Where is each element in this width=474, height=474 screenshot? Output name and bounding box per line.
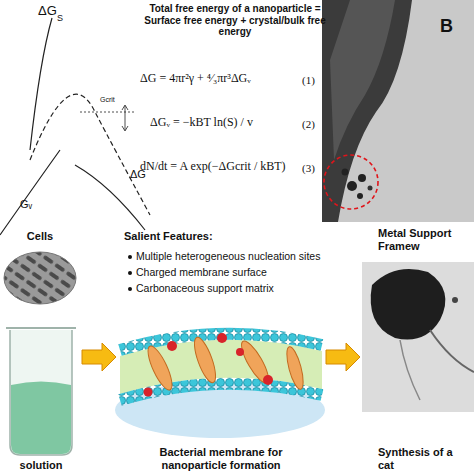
equation: dN/dt = A exp(−ΔGcrit / kBT) [140,160,286,174]
list-heading: Salient Features: [124,230,213,243]
panel-letter: B [440,16,453,37]
block-arrow [326,343,360,371]
image-panel: Metal Support FramewSynthesis of a cat [360,225,474,474]
panel-heading: Total free energy of a nanoparticle = Su… [137,3,333,38]
panel-caption: Bacterial membrane for nanoparticle form… [146,446,296,472]
equation: ΔG = 4πr²γ + ⁴⁄₃πr³ΔGᵥ [140,72,251,86]
image-panel: Cells [0,228,80,308]
curve-label: ΔG [38,4,57,19]
block-arrow [82,343,116,371]
cells-image [4,252,76,304]
equation-number: (3) [302,162,315,175]
subscript: S [57,13,63,23]
bullet-dots [128,255,132,291]
beaker [6,328,76,455]
image-panel: solution [0,310,82,474]
equation-number: (1) [302,74,315,87]
equation: ΔGᵥ = −kBT ln(S) / v [150,116,253,130]
energy-graph [0,18,150,235]
curve-label: Gᵥ [20,198,32,211]
tem-image [322,0,474,222]
list-item: Charged membrane surface [136,266,267,278]
panel-caption: Metal Support Framew [378,227,470,253]
image-panel: Bacterial membrane for nanoparticle form… [116,312,326,474]
equation-number: (2) [302,118,315,131]
curve-label: Gcrit [100,96,115,104]
membrane-illustration [115,333,325,438]
panel-caption: solution [1,459,81,472]
metal-tem-image [362,262,474,412]
panel-caption: Cells [2,230,78,243]
list-item: Carbonaceous support matrix [136,282,274,294]
panel-caption: Synthesis of a cat [378,446,470,472]
list-item: Multiple heterogeneous nucleation sites [136,250,320,262]
